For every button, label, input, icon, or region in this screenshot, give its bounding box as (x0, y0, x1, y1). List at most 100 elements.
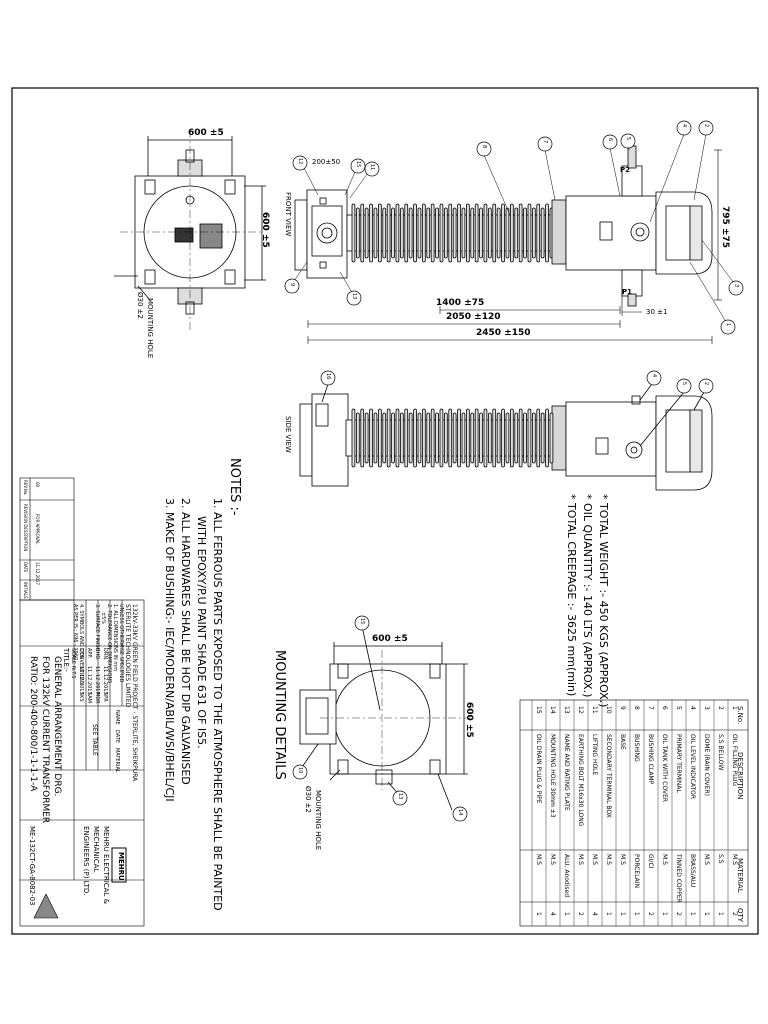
bom-cell-desc: BASE (619, 734, 626, 750)
dim-2050: 2050 ±120 (446, 312, 501, 322)
tb-scale-v: N.T.S (70, 666, 76, 679)
bushing-shed (457, 408, 461, 468)
bom-cell-desc: S.S BELLOW (717, 734, 724, 771)
bushing-shed (501, 408, 505, 468)
bushing-shed (518, 203, 523, 263)
balloon-4b: 4 (651, 374, 657, 378)
bushing-shed (448, 408, 453, 468)
bom-cell-mat: S.S (717, 854, 724, 864)
tb-rev-no: REV.No. (23, 480, 28, 496)
bom-cell-qty: 1 (703, 912, 710, 916)
mounting-details (299, 625, 470, 811)
bom-cell-desc: DOME (RAIN COVER) (703, 734, 710, 796)
bushing-shed (492, 408, 497, 468)
bushing-shed (545, 408, 549, 468)
bushing-shed (509, 203, 514, 263)
bushing-shed (514, 412, 519, 464)
tb-title-label: TITLE:- (62, 648, 70, 672)
bushing-shed (527, 408, 532, 468)
bushing-shed (395, 203, 400, 263)
front-view (114, 130, 266, 330)
bom-cell-desc: OIL TANK WITH COVER (661, 734, 668, 803)
tb-d1: 11.12.2017 (102, 666, 108, 695)
balloon-2b: 2 (703, 382, 709, 386)
balloon-15a: 15 (355, 161, 361, 168)
tb-rev-desc: REVISION DESCRIPTION (23, 504, 28, 552)
bom-cell-sno: 14 (549, 706, 556, 714)
bom-cell-qty: 1 (619, 912, 626, 916)
bushing-shed (496, 412, 501, 464)
balloon-16: 16 (325, 373, 331, 380)
balloon-2: 2 (703, 124, 709, 128)
bushing-shed (351, 203, 356, 263)
bushing-shed (399, 412, 404, 464)
bom-cell-sno: 10 (605, 706, 612, 714)
bushing-shed (373, 412, 378, 464)
bushing-shed (404, 203, 409, 263)
bushing-shed (355, 207, 360, 259)
bom-cell-sno: 2 (717, 706, 724, 710)
bom-cell-sno: 13 (563, 706, 570, 714)
bom-cell-desc: BUSHING (633, 734, 640, 762)
tb-rev-date: DATE (23, 562, 28, 573)
bushing-shed (483, 203, 488, 263)
p1-label: P1 (622, 288, 633, 296)
bom-cell-qty: 1 (563, 912, 570, 916)
tb-spec1: 1. ALL DIMENSIONS IN mm (112, 604, 118, 672)
bom-cell-mat: ALU. Anodised (563, 854, 570, 898)
bom-cell-mat: TINNED COPPER (675, 854, 682, 903)
dim-mounting-hole-dia: Ø30 ±2 (136, 292, 144, 319)
balloon-8: 8 (481, 145, 487, 149)
bom-cell-qty: 2 (731, 912, 738, 916)
mounting-details-title: MOUNTING DETAILS (272, 650, 287, 780)
bom-cell-sno: 4 (689, 706, 696, 710)
dim-2450: 2450 ±150 (476, 328, 531, 338)
balloon-13a: 13 (351, 293, 357, 300)
bom-cell-mat: M.S (703, 854, 710, 865)
bushing-shed (391, 207, 395, 259)
bom-cell-desc: OIL DRAIN PLUG & PIPE (535, 734, 542, 804)
spec-oil: * OIL QUANTITY :- 140 LTS (APPROX.) (581, 494, 594, 698)
bushing-shed (435, 412, 439, 464)
bom-cell-mat: GI/CI (647, 854, 654, 869)
note-3: 3. MAKE OF BUSHING:- IEC/MODERN/ABIL/WSI… (163, 498, 176, 802)
bushing-shed (483, 408, 488, 468)
bushing-shed (408, 412, 413, 464)
bushing-shed (514, 207, 519, 259)
bushing-shed (413, 203, 417, 263)
bom-cell-desc: LIFTING HOLE (591, 734, 598, 776)
bushing-shed (421, 203, 426, 263)
bushing-shed (479, 207, 483, 259)
bushing-shed (364, 207, 369, 259)
bom-cell-desc: BUSHING CLAMP (647, 734, 654, 785)
tb-mat-h: MATERIAL (114, 748, 120, 773)
bushing-shed (518, 408, 523, 468)
bom-cell-desc: OIL FILLING PLUG (731, 734, 738, 787)
bushing-shed (501, 203, 505, 263)
bom-cell-sno: 5 (675, 706, 682, 710)
bushing-shed (399, 207, 404, 259)
bushing-shed (509, 408, 514, 468)
note-1a: 1. ALL FERROUS PARTS EXPOSED TO THE ATMO… (211, 498, 224, 911)
bushing-shed (351, 408, 356, 468)
tb-chd: CHD. (94, 648, 100, 661)
bushing-shed (369, 408, 373, 468)
bom-cell-sno: 11 (591, 706, 598, 714)
tb-rev0-desc: FOR APPROVAL (35, 514, 40, 545)
title-block (19, 477, 145, 927)
balloon-11: 11 (369, 164, 375, 171)
tb-spec2b: ±5% (100, 612, 106, 625)
bushing-shed (391, 412, 395, 464)
bushing-shed (457, 203, 461, 263)
tb-dts: DTS. (78, 648, 84, 660)
bushing-shed (452, 207, 457, 259)
balloon-14: 14 (457, 809, 463, 816)
bom-cell-sno: 15 (535, 706, 542, 714)
bushing-shed (505, 207, 510, 259)
bushing-shed (417, 207, 422, 259)
bushing-shed (377, 203, 382, 263)
bom-cell-mat: M.S (661, 854, 668, 865)
balloon-10: 10 (297, 767, 303, 774)
bushing-shed (523, 412, 527, 464)
bom-cell-qty: 2 (675, 912, 682, 916)
